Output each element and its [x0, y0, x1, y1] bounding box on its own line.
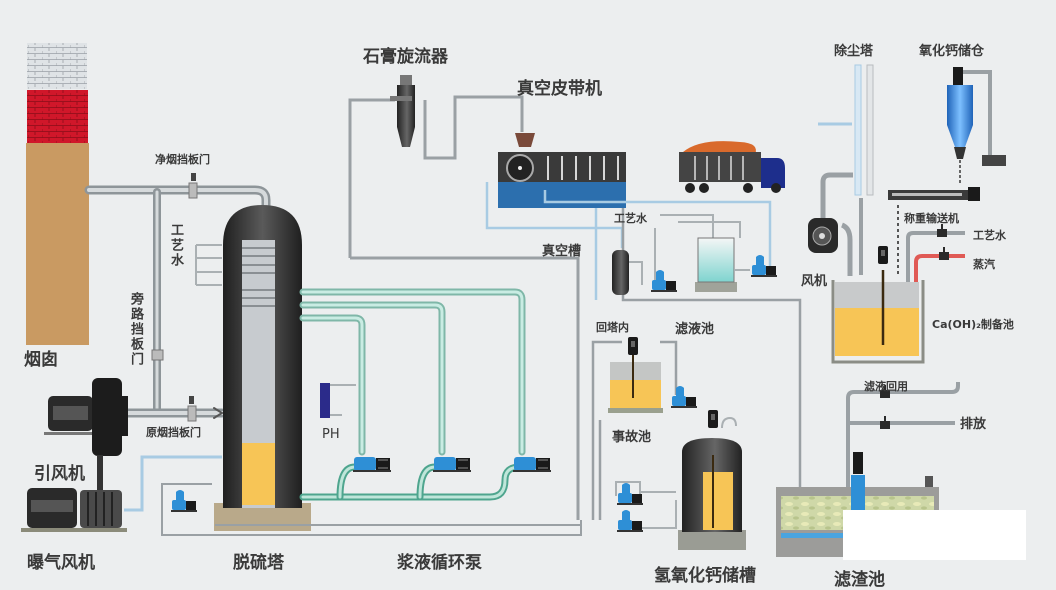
label-vacuum-tank: 真空槽 — [542, 244, 582, 259]
label-filtrate-reuse: 滤液回用 — [864, 380, 908, 393]
label-process-water-mid: 工艺水 — [614, 212, 647, 225]
filtrate-tank-mid — [695, 237, 737, 292]
damper-actuator — [191, 173, 196, 181]
process-water-spray-lines — [195, 244, 222, 286]
cyclone-pipes — [348, 95, 524, 258]
label-discharge: 排放 — [960, 417, 987, 432]
process-water-pipes — [629, 214, 741, 285]
steam-pipe — [914, 254, 965, 355]
steam-valve — [939, 247, 949, 260]
label-dust-tower: 除尘塔 — [834, 44, 874, 59]
lime-agitator — [708, 410, 718, 428]
label-process-water-left: 工艺水 — [168, 223, 183, 268]
lime-pump-2 — [617, 510, 643, 532]
slurry-pump-2 — [432, 456, 472, 473]
gypsum-truck — [679, 141, 785, 193]
accident-tank-pipes — [591, 340, 678, 520]
aeration-air-pipe — [124, 455, 222, 512]
process-water-inlet — [906, 231, 965, 312]
label-aeration-fan: 曝气风机 — [27, 553, 95, 573]
label-induced-fan: 引风机 — [34, 464, 85, 484]
fan-pipe — [820, 172, 853, 276]
drain-pump — [171, 490, 197, 512]
label-sludge-tank: 滤渣池 — [834, 570, 885, 590]
raw-flue-damper-valve — [187, 405, 197, 422]
sludge-agitator — [853, 452, 863, 474]
aeration-fan — [21, 455, 127, 532]
label-vacuum-belt: 真空皮带机 — [517, 79, 602, 99]
transfer-pump — [751, 255, 777, 277]
label-accident-tank: 事故池 — [612, 430, 652, 445]
label-bypass-damper: 旁路挡板门 — [128, 292, 143, 367]
filtrate-return-pipes — [846, 382, 960, 490]
clean-flue-damper-valve — [188, 182, 198, 199]
accident-tank — [608, 352, 663, 413]
desulfurization-tower — [214, 205, 311, 531]
flue-gas-pipes — [84, 185, 271, 419]
caoh2-agitator — [878, 246, 888, 264]
label-slurry-circulation-pump: 浆液循环泵 — [397, 553, 482, 573]
occlusion-box — [843, 510, 1026, 560]
label-gypsum-cyclone: 石膏旋流器 — [363, 47, 448, 67]
label-weigh-conveyor: 称重输送机 — [904, 212, 959, 225]
label-process-water-right: 工艺水 — [973, 229, 1006, 242]
label-raw-flue-damper: 原烟挡板门 — [146, 426, 201, 439]
accident-agitator — [628, 337, 638, 355]
chimney — [26, 43, 89, 345]
label-steam: 蒸汽 — [973, 258, 995, 271]
bypass-damper-valve — [151, 349, 164, 361]
weigh-conveyor — [888, 187, 980, 275]
slurry-pump-1 — [352, 456, 392, 473]
slurry-circulation-pipes — [299, 288, 526, 501]
slurry-pump-3 — [512, 456, 552, 473]
dust-tower — [818, 64, 874, 275]
induced-fan — [44, 378, 128, 456]
label-fan: 风机 — [801, 274, 828, 289]
vacuum-tank — [612, 250, 629, 295]
label-caoh2-tank: Ca(OH)₂制备池 — [932, 318, 1014, 331]
caoh2-tank — [831, 270, 925, 364]
label-lime-slurry-tank: 氢氧化钙储槽 — [654, 566, 756, 586]
label-cao-silo: 氧化钙储仓 — [919, 44, 985, 59]
label-return-tower: 回塔内 — [596, 321, 629, 334]
vacuum-belt-filter — [498, 133, 626, 208]
damper-actuator — [189, 396, 194, 404]
fan-blower — [808, 218, 838, 253]
lime-slurry-tank — [678, 438, 746, 550]
sludge-pump — [851, 475, 865, 515]
discharge-valve — [880, 416, 890, 429]
cao-silo — [947, 67, 1006, 183]
label-ph: PH — [322, 427, 340, 442]
label-chimney: 烟囱 — [24, 350, 58, 370]
drain-pipe — [161, 483, 582, 536]
gypsum-cyclone — [390, 75, 415, 147]
label-clean-flue-damper: 净烟挡板门 — [155, 153, 210, 166]
ph-meter — [320, 383, 330, 418]
vacuum-tank-pipe — [350, 256, 580, 520]
label-desulfurization-tower: 脱硫塔 — [233, 553, 284, 573]
label-filtrate-tank: 滤液池 — [675, 322, 715, 337]
